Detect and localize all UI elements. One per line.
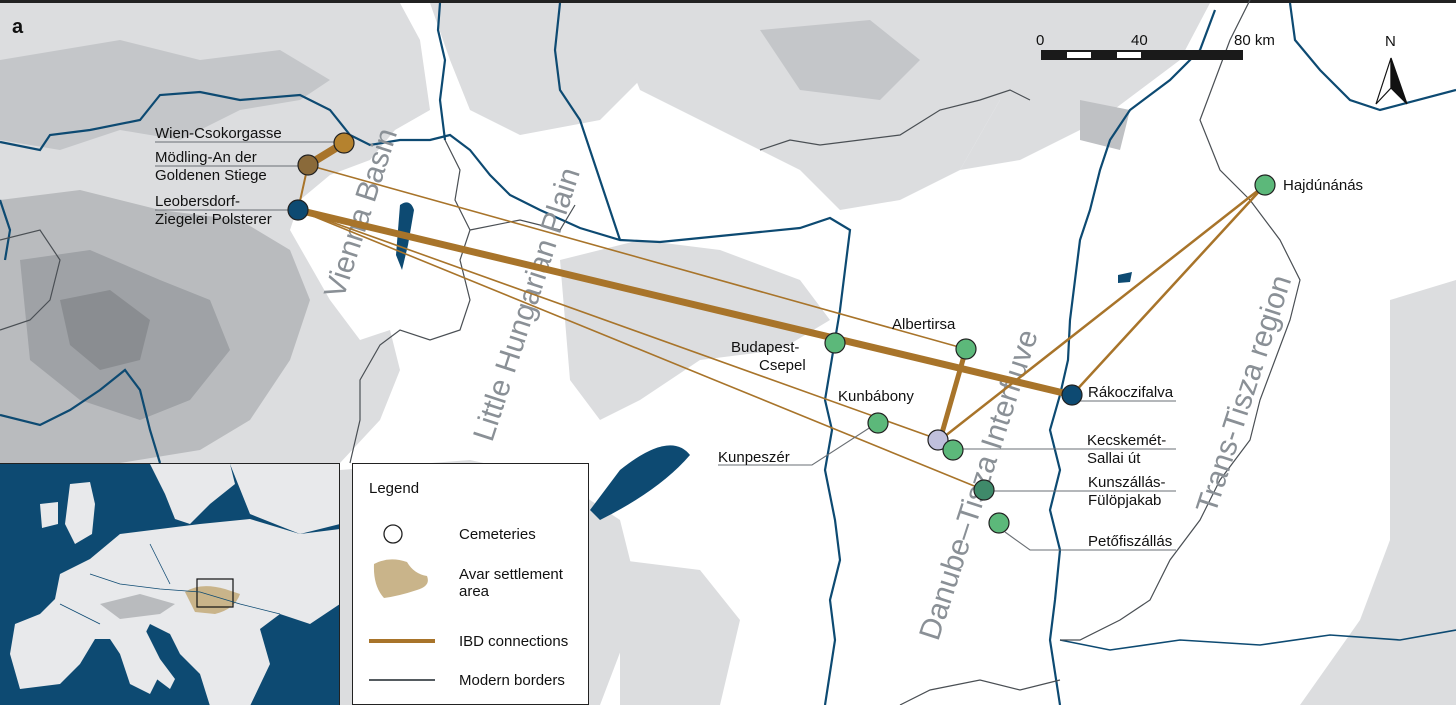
- legend-label-avar-area: Avar settlement area: [459, 566, 563, 600]
- scale-bar: 0 40 80 km: [1036, 32, 1275, 60]
- site-marker-hajdunanas[interactable]: [1254, 174, 1276, 196]
- label-kecskemet-1: Kecskemét-: [1087, 432, 1166, 449]
- circle-outline-icon: [369, 514, 439, 554]
- label-albertirsa: Albertirsa: [892, 316, 956, 333]
- label-kunszallas-1: Kunszállás-: [1088, 474, 1166, 491]
- label-petofiszallas: Petőfiszállás: [1088, 533, 1172, 550]
- site-marker-kunpeszer[interactable]: [927, 429, 949, 451]
- europe-inset-canvas: [0, 464, 339, 705]
- europe-inset-map: [0, 463, 340, 705]
- legend-item-cemeteries: Cemeteries: [353, 514, 588, 554]
- label-budapest-2: Csepel: [759, 357, 806, 374]
- site-marker-kunszallas[interactable]: [973, 479, 995, 501]
- legend-label-avar-line1: Avar settlement: [459, 566, 563, 583]
- site-marker-wien[interactable]: [333, 132, 355, 154]
- label-modling-2: Goldenen Stiege: [155, 167, 267, 184]
- legend-label-ibd: IBD connections: [459, 633, 569, 650]
- label-budapest-1: Budapest-: [731, 339, 799, 356]
- panel-letter: a: [12, 16, 24, 38]
- legend-label-avar-line2: area: [459, 583, 490, 600]
- north-arrow-icon: N: [1375, 33, 1408, 105]
- label-kunszallas-2: Fülöpjakab: [1088, 492, 1161, 509]
- site-marker-modling[interactable]: [297, 154, 319, 176]
- site-marker-albertirsa[interactable]: [955, 338, 977, 360]
- site-marker-rakoczifalva[interactable]: [1061, 384, 1083, 406]
- scale-label-40: 40: [1131, 32, 1148, 49]
- label-hajdunanas: Hajdúnánás: [1283, 177, 1363, 194]
- legend-item-ibd: IBD connections: [353, 621, 588, 661]
- legend-title: Legend: [369, 480, 420, 497]
- label-modling-1: Mödling-An der: [155, 149, 257, 166]
- border-line-icon: [369, 660, 439, 700]
- site-marker-kunbabony[interactable]: [867, 412, 889, 434]
- label-wien: Wien-Csokorgasse: [155, 125, 282, 142]
- legend-label-borders: Modern borders: [459, 672, 565, 689]
- label-kecskemet-2: Sallai út: [1087, 450, 1141, 467]
- label-leobersdorf-2: Ziegelei Polsterer: [155, 211, 272, 228]
- label-leobersdorf-1: Leobersdorf-: [155, 193, 240, 210]
- site-labels: Wien-Csokorgasse Mödling-An der Goldenen…: [155, 125, 1363, 550]
- ibd-line-icon: [369, 621, 439, 661]
- settlement-area-icon: [369, 556, 439, 606]
- legend: Legend Cemeteries Avar settlement area I…: [352, 463, 589, 705]
- leader-lines: [155, 141, 1176, 551]
- site-marker-leobersdorf[interactable]: [287, 199, 309, 221]
- legend-label-cemeteries: Cemeteries: [459, 526, 536, 543]
- site-marker-kecskemet[interactable]: [942, 439, 964, 461]
- scale-label-80: 80 km: [1234, 32, 1275, 49]
- legend-item-borders: Modern borders: [353, 660, 588, 700]
- borders-layer: [0, 0, 1301, 705]
- north-label: N: [1385, 33, 1396, 50]
- site-markers: [287, 132, 1276, 534]
- site-marker-budapest-csepel[interactable]: [824, 332, 846, 354]
- label-kunbabony: Kunbábony: [838, 388, 914, 405]
- label-rakoczifalva: Rákoczifalva: [1088, 384, 1174, 401]
- scale-label-0: 0: [1036, 32, 1044, 49]
- site-marker-petofiszallas[interactable]: [988, 512, 1010, 534]
- legend-item-avar-area: Avar settlement area: [353, 556, 588, 606]
- label-kunpeszer: Kunpeszér: [718, 449, 790, 466]
- ibd-connections: [294, 139, 1267, 491]
